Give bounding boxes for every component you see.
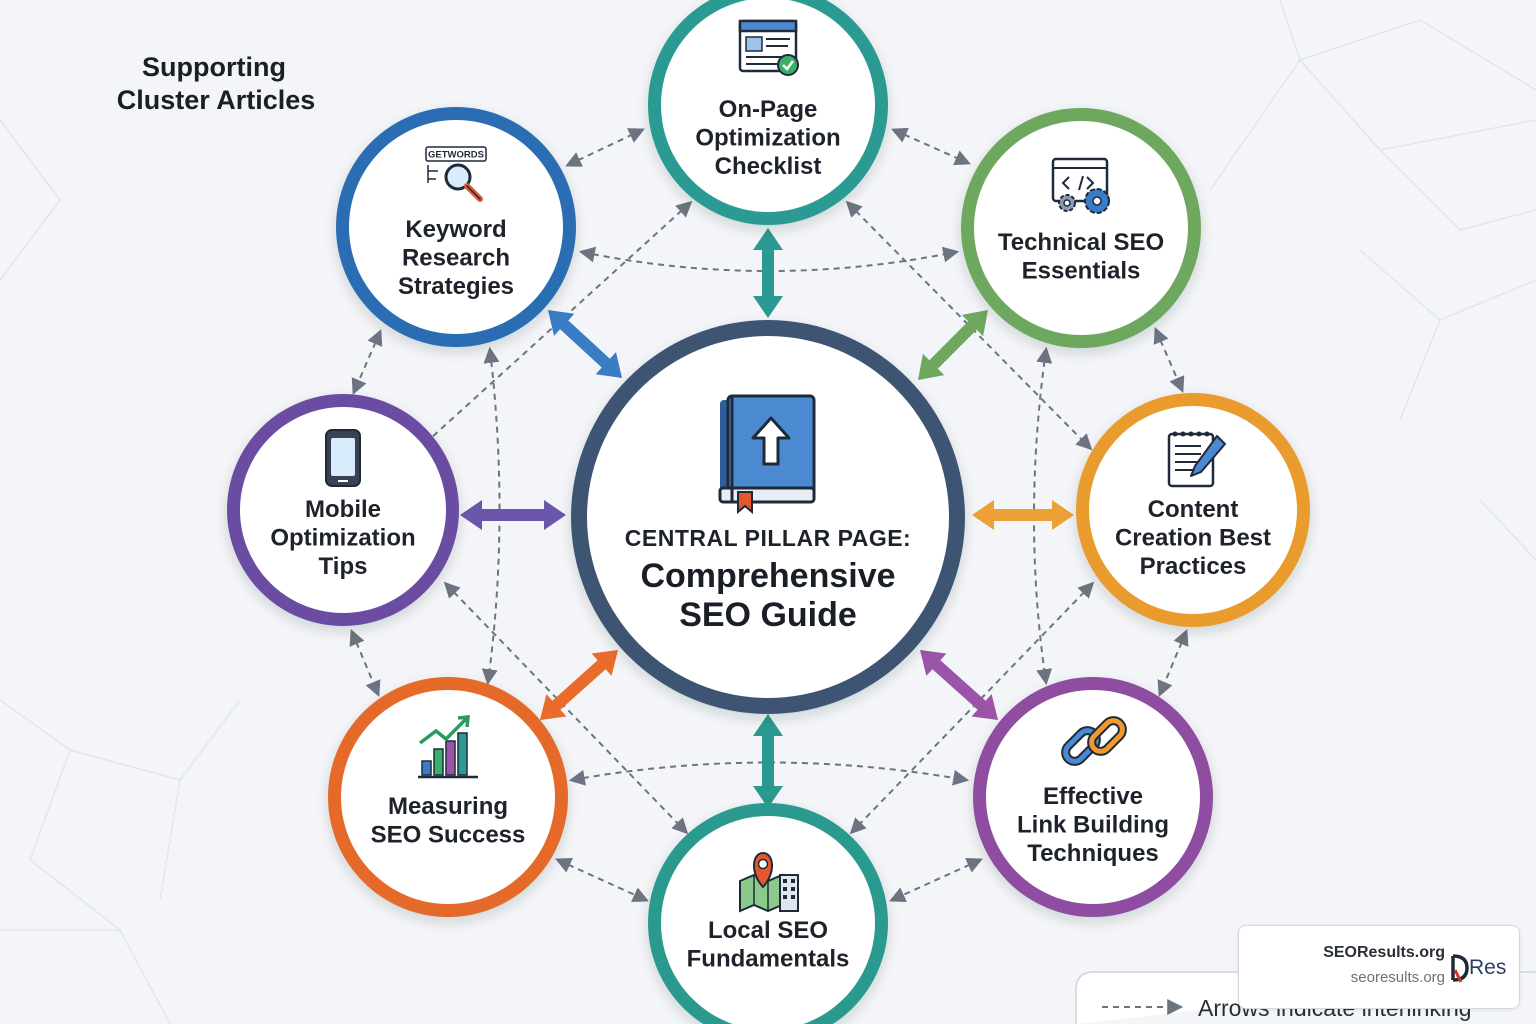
node-face (341, 690, 555, 904)
node-label-line: Mobile (305, 496, 381, 523)
keyword-mobile-link (351, 329, 383, 395)
pillar-arrow-measuring (540, 650, 618, 720)
brand-logo: Res (1449, 952, 1507, 984)
node-label-line: On-Page (719, 96, 818, 123)
mobile-measuring-link (349, 629, 381, 697)
node-label-line: Measuring (388, 793, 508, 820)
growth-chart-icon (418, 715, 478, 779)
code-gear-icon (1051, 157, 1110, 214)
measuring-local-link (555, 858, 649, 902)
notepad-pencil-icon (1167, 431, 1226, 488)
linkbuilding-local-link (889, 858, 983, 902)
node-face (240, 407, 446, 613)
onpage-technical-link (891, 127, 971, 166)
node-label-line: Strategies (398, 273, 514, 300)
pillar-title-line2: SEO Guide (679, 596, 857, 634)
node-label-line: Keyword (405, 216, 506, 243)
node-label-line: SEO Success (371, 822, 526, 849)
pillar-arrow-linkbuilding (920, 650, 998, 720)
node-label-line: Technical SEO (998, 229, 1164, 256)
onpage-keyword-link (565, 128, 645, 167)
node-label-line: Fundamentals (687, 946, 850, 973)
brand-logo-text: Res (1469, 956, 1507, 979)
mobile-local-link (443, 581, 689, 835)
pillar-arrow-keyword (548, 310, 622, 378)
pillar-arrows (460, 228, 1074, 808)
content-linkbuilding-link (1157, 629, 1189, 697)
chain-link-icon (1061, 716, 1127, 766)
pillar-title-line1: Comprehensive (640, 557, 895, 595)
pillar-arrow-onpage (753, 228, 783, 318)
node-face (986, 690, 1200, 904)
onpage-mobile-link (417, 200, 693, 451)
keyword-search-icon: GETWORDS (425, 146, 487, 202)
book-upload-icon (718, 394, 816, 515)
pillar-arrow-technical (918, 310, 988, 380)
heading-line1: Supporting (142, 52, 286, 82)
measuring-linkbuilding-link (568, 761, 970, 786)
node-label-line: Optimization (270, 525, 415, 552)
browser-checklist-icon (738, 19, 799, 76)
brand-logo-mark (1451, 954, 1469, 983)
pillar-arrow-local (753, 714, 783, 808)
node-label-line: Link Building (1017, 812, 1169, 839)
smartphone-icon (325, 429, 361, 487)
node-label-line: Tips (319, 553, 368, 580)
node-label-line: Creation Best (1115, 525, 1271, 552)
node-face (974, 121, 1188, 335)
pillar-arrow-mobile (460, 500, 566, 530)
brand-domain: seoresults.org (1350, 969, 1445, 986)
node-label-line: Content (1148, 496, 1239, 523)
pillar-arrow-content (972, 500, 1074, 530)
central-pillar-node[interactable]: CENTRAL PILLAR PAGE: Comprehensive SEO G… (571, 320, 965, 714)
node-face (661, 816, 875, 1024)
node-label-line: Effective (1043, 783, 1143, 810)
node-label-line: Techniques (1027, 840, 1159, 867)
brand-badge[interactable]: SEOResults.org seoresults.org Res (1238, 925, 1520, 1009)
map-pin-icon (739, 851, 799, 913)
heading-line2: Cluster Articles (117, 85, 316, 115)
supporting-cluster-heading: Supporting Cluster Articles (117, 52, 316, 115)
node-face (1089, 406, 1297, 614)
content-local-link (849, 581, 1095, 835)
node-label-line: Practices (1140, 553, 1247, 580)
keyword-icon-label: GETWORDS (428, 150, 484, 161)
node-face (349, 120, 563, 334)
pillar-face (587, 336, 949, 698)
node-label-line: Checklist (715, 153, 822, 180)
node-label-line: Optimization (695, 125, 840, 152)
technical-content-link (1153, 327, 1185, 393)
node-label-line: Essentials (1022, 258, 1141, 285)
node-label-line: Local SEO (708, 917, 828, 944)
node-face (661, 0, 875, 212)
brand-name: SEOResults.org (1323, 944, 1445, 961)
node-label-line: Research (402, 245, 510, 272)
pillar-eyebrow: CENTRAL PILLAR PAGE: (625, 525, 911, 551)
